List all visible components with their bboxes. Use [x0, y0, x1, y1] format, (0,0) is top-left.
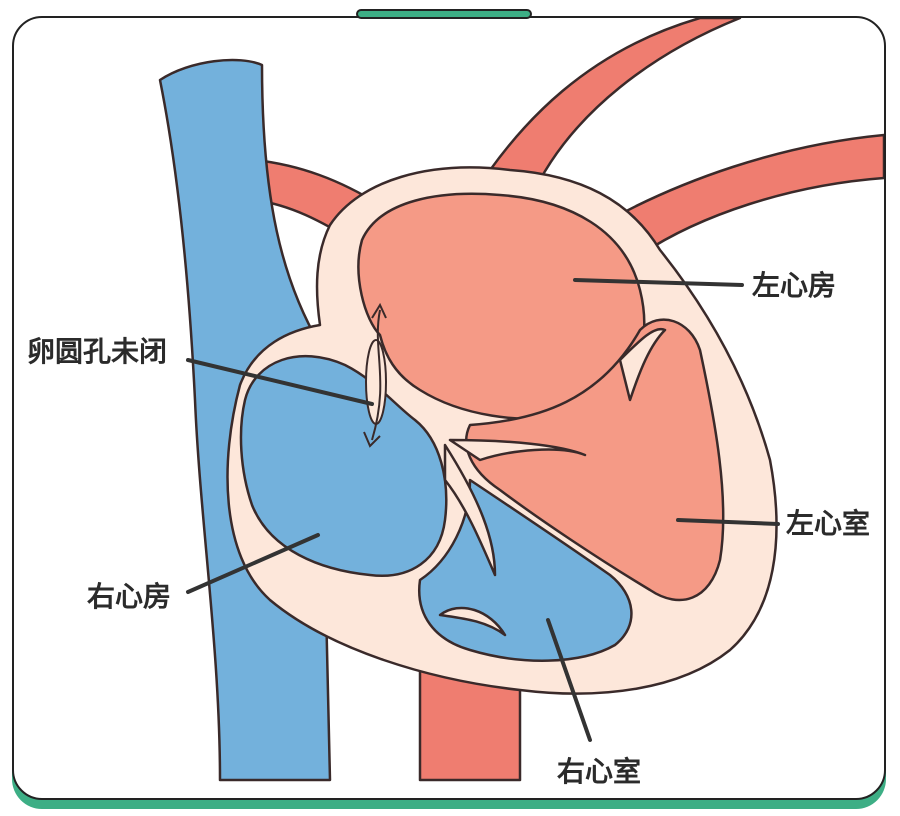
septum-streak-3	[618, 327, 667, 402]
septum-streak-1	[448, 438, 587, 462]
leader-left-ventricle	[676, 518, 780, 526]
label-left-atrium: 左心房	[752, 269, 837, 302]
left-ventricle	[465, 318, 725, 602]
pulmonary-artery-right	[598, 133, 884, 257]
label-right-ventricle: 右心室	[557, 755, 642, 788]
frame-tab	[356, 9, 532, 19]
leader-right-atrium	[186, 533, 320, 594]
aorta-arch	[468, 18, 742, 202]
leader-left-atrium	[573, 278, 744, 287]
right-atrium	[239, 355, 448, 577]
flow-double-arrow	[371, 309, 382, 441]
septum-streak-4	[438, 606, 507, 637]
foramen-ovale-opening	[365, 339, 387, 425]
label-left-ventricle: 左心室	[786, 507, 871, 540]
label-foramen-ovale: 卵圆孔未闭	[27, 335, 168, 368]
leader-right-ventricle	[546, 618, 592, 742]
leader-foramen-ovale	[186, 358, 374, 406]
label-right-atrium: 右心房	[87, 580, 172, 613]
septum-streak-2	[443, 443, 497, 577]
